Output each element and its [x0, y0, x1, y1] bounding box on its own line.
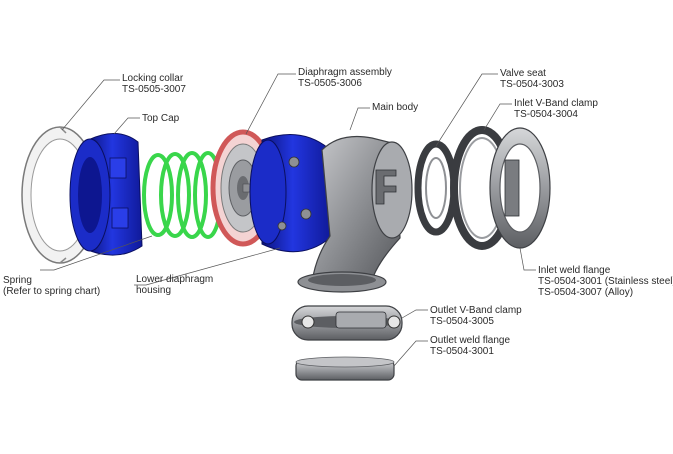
top-cap-name: Top Cap	[142, 113, 180, 124]
label-lower-diaphragm-housing: Lower diaphragm housing	[136, 274, 213, 296]
label-main-body: Main body	[372, 102, 418, 113]
leader-outlet-vband-clamp	[401, 309, 428, 319]
inlet-vband-clamp-part-number: TS-0504-3004	[514, 109, 578, 120]
label-diaphragm-assembly: Diaphragm assembly TS-0505-3006	[298, 67, 392, 89]
leader-valve-seat	[435, 73, 498, 147]
valve-seat-part-number: TS-0504-3003	[500, 79, 564, 90]
outlet-weld-flange-name: Outlet weld flange	[430, 335, 511, 346]
outlet-vband-clamp-part	[291, 305, 403, 341]
leader-inlet-vband-clamp	[483, 103, 512, 131]
leader-lower-housing	[134, 247, 281, 286]
leader-lines	[40, 73, 536, 367]
leader-outlet-weld-flange	[393, 340, 428, 367]
leader-main-body	[349, 107, 370, 131]
lower-diaphragm-housing-part	[249, 134, 331, 253]
outlet-weld-flange-part-number: TS-0504-3001	[430, 346, 494, 357]
valve-seat-part	[414, 140, 458, 236]
lower-diaphragm-housing-name-line2: housing	[136, 285, 172, 296]
outlet-vband-clamp-part-number: TS-0504-3005	[430, 316, 494, 327]
label-locking-collar: Locking collar TS-0505-3007	[122, 73, 186, 95]
leader-spring	[40, 235, 153, 271]
label-outlet-vband-clamp: Outlet V-Band clamp TS-0504-3005	[430, 305, 522, 327]
label-inlet-weld-flange: Inlet weld flange TS-0504-3001 (Stainles…	[538, 265, 673, 298]
main-body-part	[297, 135, 413, 293]
valve-seat-name: Valve seat	[500, 68, 546, 79]
diaphragm-assembly-part-number: TS-0505-3006	[298, 78, 362, 89]
inlet-weld-flange-part-alloy: TS-0504-3007 (Alloy)	[538, 287, 634, 298]
leader-top-cap	[113, 117, 140, 135]
top-cap-part	[69, 133, 143, 256]
leader-inlet-weld-flange	[519, 247, 536, 271]
leader-locking-collar	[61, 79, 120, 131]
outlet-weld-flange-part	[295, 356, 395, 381]
spring-name: Spring	[3, 275, 32, 286]
locking-collar-part-number: TS-0505-3007	[122, 84, 186, 95]
inlet-vband-clamp-name: Inlet V-Band clamp	[514, 98, 598, 109]
lower-diaphragm-housing-name: Lower diaphragm	[136, 274, 214, 285]
label-spring: Spring (Refer to spring chart)	[3, 275, 100, 297]
inlet-weld-flange-part-stainless: TS-0504-3001 (Stainless steel)	[538, 276, 673, 287]
label-top-cap: Top Cap	[142, 113, 179, 124]
spring-note: (Refer to spring chart)	[3, 286, 101, 297]
inlet-weld-flange-name: Inlet weld flange	[538, 265, 611, 276]
spring-part	[142, 151, 223, 239]
diaphragm-assembly-name: Diaphragm assembly	[298, 67, 392, 78]
leader-diaphragm-assembly	[245, 73, 296, 135]
label-valve-seat: Valve seat TS-0504-3003	[500, 68, 564, 90]
locking-collar-name: Locking collar	[122, 73, 184, 84]
main-body-name: Main body	[372, 102, 419, 113]
inlet-weld-flange-part	[489, 127, 551, 249]
outlet-vband-clamp-name: Outlet V-Band clamp	[430, 305, 522, 316]
label-outlet-weld-flange: Outlet weld flange TS-0504-3001	[430, 335, 510, 357]
label-inlet-vband-clamp: Inlet V-Band clamp TS-0504-3004	[514, 98, 598, 120]
